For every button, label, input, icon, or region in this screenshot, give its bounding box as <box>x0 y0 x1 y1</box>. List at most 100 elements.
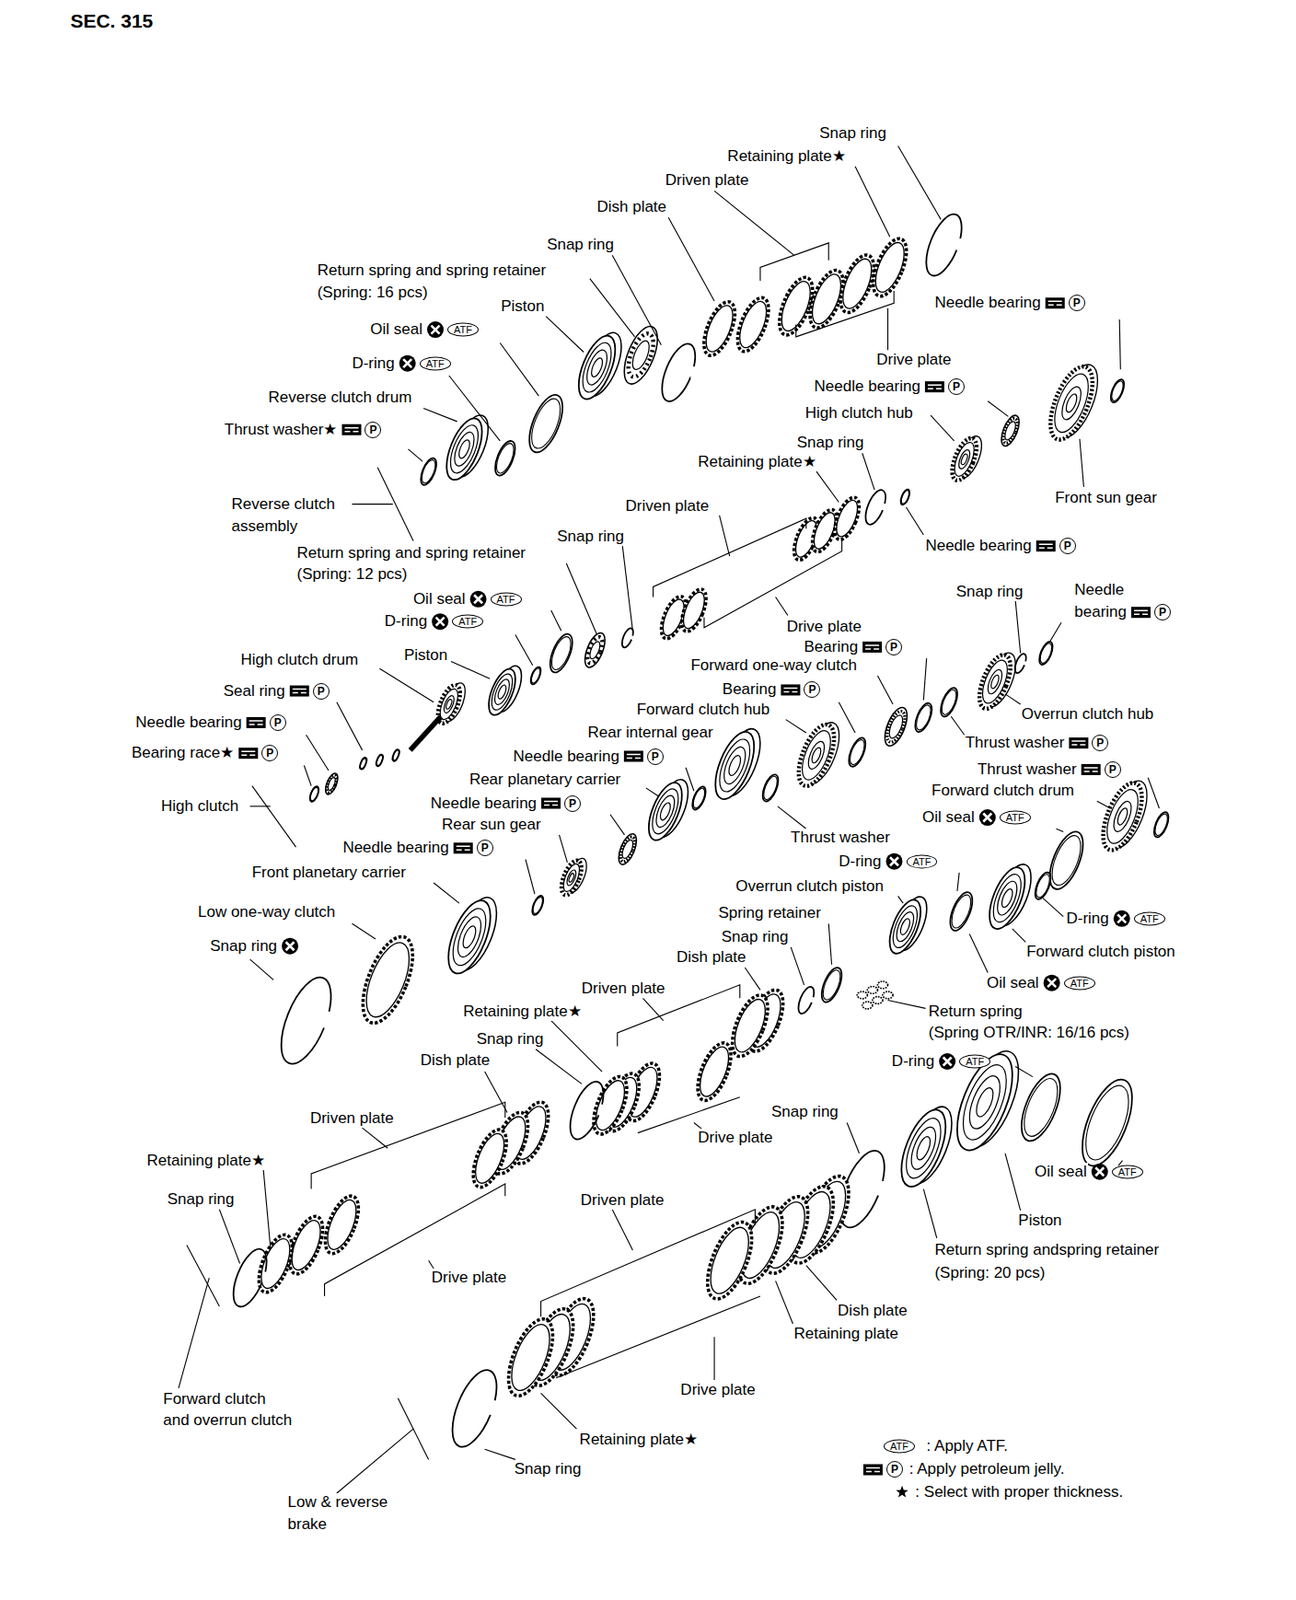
part-label: D-ring <box>837 852 882 871</box>
part-outline <box>912 700 936 734</box>
leader-line <box>219 1209 240 1264</box>
part-outline <box>629 338 653 372</box>
atf-symbol: ATF <box>447 323 479 337</box>
part-outline <box>1033 872 1053 900</box>
part-outline <box>888 902 923 951</box>
part-label: Retaining plate★ <box>146 1151 267 1170</box>
leader-line <box>642 997 663 1020</box>
leader-line <box>515 635 533 666</box>
leader-line <box>559 834 568 863</box>
part-label: Snap ring <box>796 433 866 452</box>
do-not-reuse-symbol <box>470 590 487 608</box>
leader-line <box>685 767 695 791</box>
part-outline <box>617 834 638 864</box>
leader-line <box>263 1168 271 1247</box>
leader-line <box>775 1280 794 1324</box>
do-not-reuse-symbol <box>1113 910 1131 927</box>
part-label: assembly <box>231 517 300 536</box>
part-outline <box>697 297 741 359</box>
part-outline <box>1046 832 1088 890</box>
leader-line <box>250 805 271 807</box>
part-outline <box>891 1103 955 1192</box>
leader-line <box>379 668 434 703</box>
part-outline <box>761 774 780 801</box>
part-label: Piston <box>499 297 545 316</box>
part-label: Thrust washer★ <box>223 420 339 440</box>
part-outline <box>252 1229 300 1296</box>
part-label: brake <box>287 1515 329 1534</box>
part-outline <box>443 1364 507 1453</box>
part-label: Snap ring <box>166 1190 236 1209</box>
part-outline <box>1013 1068 1068 1146</box>
part-outline <box>326 776 337 792</box>
part-label: Reverse clutch <box>231 495 336 514</box>
part-outline <box>531 895 545 915</box>
do-not-reuse-symbol <box>1091 1163 1109 1181</box>
part-outline <box>1047 369 1096 437</box>
part-outline <box>845 735 869 769</box>
part-label: Needle bearing <box>429 794 538 813</box>
petroleum-jelly-symbol <box>289 685 310 697</box>
atf-symbol: ATF <box>1134 911 1166 926</box>
leader-line <box>1015 1066 1033 1077</box>
part-outline <box>460 924 478 949</box>
legend-text: : Apply petroleum jelly. <box>908 1459 1066 1479</box>
leader-line <box>957 872 960 891</box>
leader-line <box>950 716 964 735</box>
part-label: Oil seal <box>369 320 424 339</box>
part-outline <box>719 743 751 787</box>
part-outline <box>563 1076 611 1144</box>
part-label: Return spring and spring retainer <box>316 261 548 280</box>
part-label: Drive plate <box>679 1380 756 1400</box>
leader-line <box>449 375 500 441</box>
petroleum-jelly-symbol <box>865 645 880 649</box>
part-outline <box>694 1042 735 1100</box>
part-outline <box>1152 811 1170 837</box>
jelly-symbol: P <box>1104 761 1122 778</box>
part-label: Forward clutch hub <box>636 700 772 719</box>
leader-line <box>499 343 539 397</box>
part-outline <box>906 1123 941 1173</box>
return-spring <box>867 986 878 995</box>
part-outline <box>948 891 975 930</box>
jelly-symbol: P <box>948 378 965 395</box>
part-label: Needle bearing <box>134 713 243 732</box>
part-outline <box>323 771 341 796</box>
leader-line <box>535 1049 582 1085</box>
atf-symbol: ATF <box>419 356 452 371</box>
part-outline <box>810 746 823 764</box>
atf-symbol: ATF <box>959 1054 991 1069</box>
part-outline <box>374 753 384 767</box>
part-outline <box>987 870 1027 926</box>
part-outline <box>997 413 1023 449</box>
leader-line <box>423 407 458 421</box>
petroleum-jelly-symbol <box>1048 300 1063 305</box>
petroleum-jelly-symbol <box>1071 740 1086 745</box>
petroleum-jelly-symbol <box>292 689 307 694</box>
part-outline <box>1100 785 1145 847</box>
leader-line <box>1119 319 1121 370</box>
part-outline <box>623 330 659 381</box>
leader-line <box>786 719 807 733</box>
part-outline <box>993 878 1021 917</box>
part-outline <box>676 586 711 636</box>
part-outline <box>892 909 917 944</box>
part-label: Drive plate <box>430 1268 508 1287</box>
part-label: Needle bearing <box>512 747 621 766</box>
leader-line <box>612 1209 633 1250</box>
part-outline <box>982 862 1032 934</box>
jelly-symbol: P <box>476 839 494 857</box>
part-outline <box>444 421 484 477</box>
part-outline <box>972 1085 996 1119</box>
part-outline <box>567 872 576 883</box>
leader-line <box>336 1428 414 1493</box>
part-outline <box>1115 806 1130 826</box>
part-outline <box>989 673 1001 690</box>
leader-line <box>816 471 839 502</box>
part-outline <box>1072 1072 1143 1172</box>
part-outline <box>1000 416 1021 445</box>
part-outline <box>1041 360 1101 445</box>
leader-line <box>790 947 804 985</box>
leader-line <box>714 190 794 255</box>
part-outline <box>707 726 763 804</box>
